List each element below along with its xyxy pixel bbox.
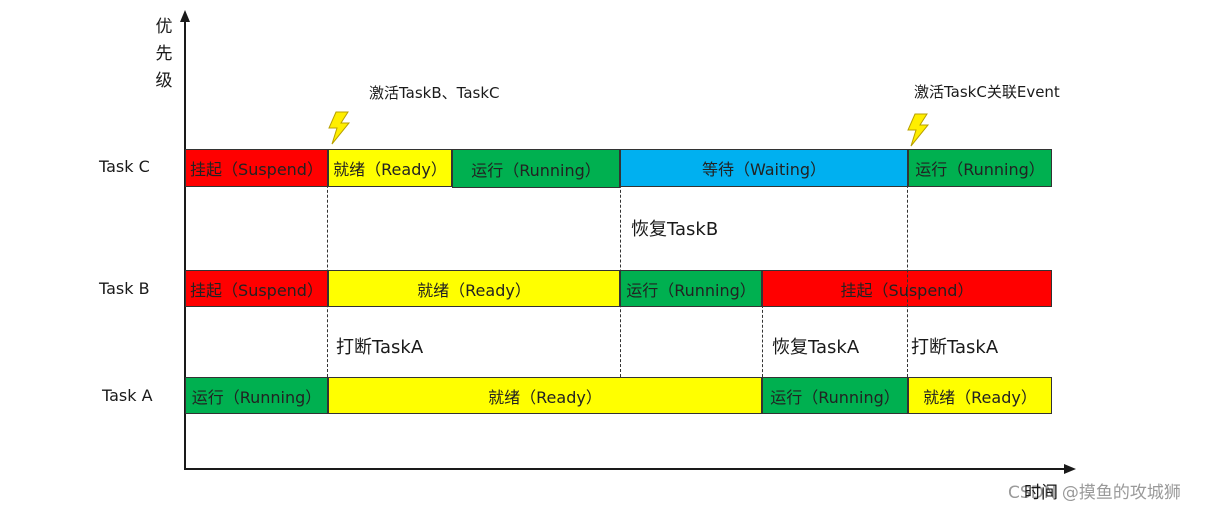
watermark: CSDN @摸鱼的攻城狮 [1008, 483, 1181, 503]
task-c-waiting-segment: 等待（Waiting） [620, 149, 908, 187]
y-axis-label: 优先级 [155, 17, 173, 91]
task-c-suspend-segment: 挂起（Suspend） [185, 149, 328, 187]
annotation-interrupt-taska-1: 打断TaskA [336, 337, 424, 358]
task-c-running-segment-2: 运行（Running） [908, 149, 1052, 187]
lightning-bolt-icon [907, 113, 930, 147]
annotation-resume-taska: 恢复TaskA [772, 337, 860, 358]
lightning-bolt-icon [328, 111, 351, 145]
row-label-task-c: Task C [99, 157, 150, 176]
task-a-ready-segment-2: 就绪（Ready） [908, 377, 1052, 414]
event-line-3 [762, 305, 763, 377]
x-axis-label: 时间 [1024, 483, 1058, 503]
row-label-task-b: Task B [99, 279, 150, 298]
x-axis [184, 468, 1064, 470]
task-a-running-segment-2: 运行（Running） [762, 377, 908, 414]
event-line-1 [327, 150, 328, 377]
row-label-task-a: Task A [102, 386, 153, 405]
annotation-interrupt-taska-2: 打断TaskA [911, 337, 999, 358]
task-c-ready-segment: 就绪（Ready） [328, 149, 452, 187]
y-axis-arrow [180, 10, 190, 22]
task-b-running-segment: 运行（Running） [620, 270, 762, 307]
task-c-running-segment: 运行（Running） [452, 149, 620, 188]
annotation-activate-taskc-event: 激活TaskC关联Event [914, 83, 1060, 101]
task-a-ready-segment: 就绪（Ready） [328, 377, 762, 414]
annotation-activate-taskb-taskc: 激活TaskB、TaskC [369, 84, 500, 102]
x-axis-arrow [1064, 464, 1076, 474]
task-a-running-segment: 运行（Running） [185, 377, 328, 414]
event-line-2 [620, 150, 621, 377]
task-b-suspend-segment: 挂起（Suspend） [185, 270, 328, 307]
event-line-4 [907, 150, 908, 377]
task-b-ready-segment: 就绪（Ready） [328, 270, 620, 307]
y-axis [184, 20, 186, 470]
annotation-resume-taskb: 恢复TaskB [631, 219, 719, 240]
